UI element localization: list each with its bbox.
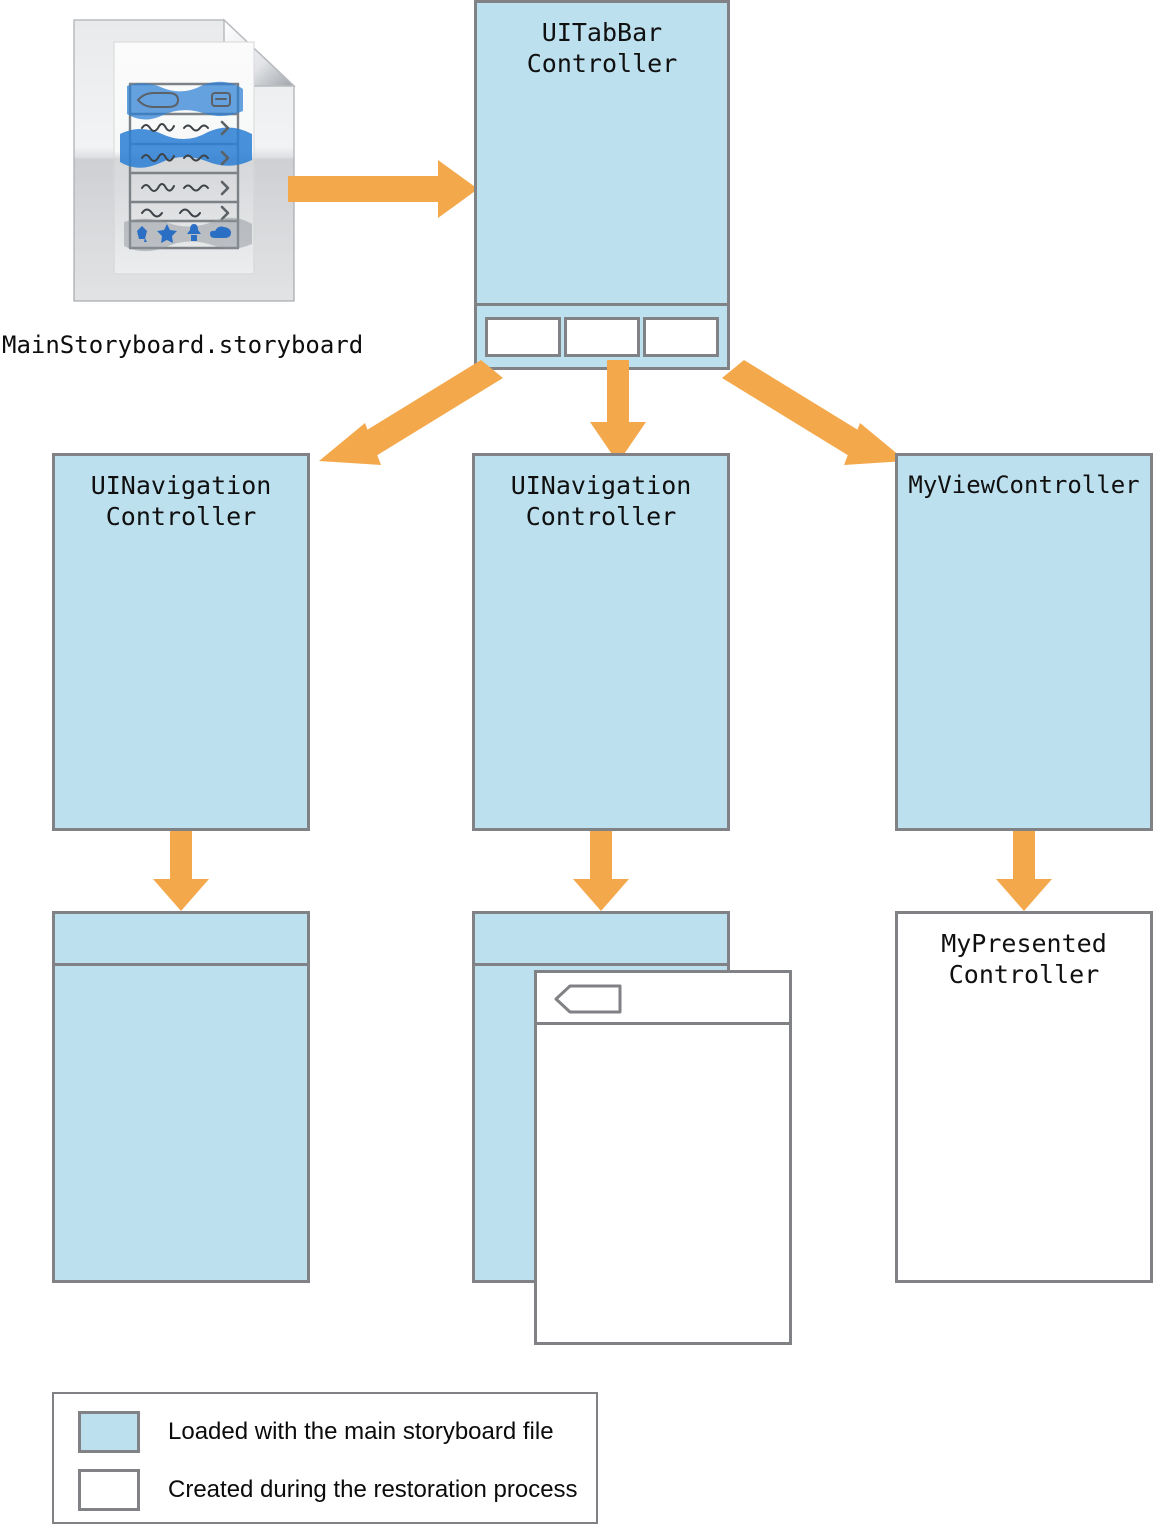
arrow-nav-middle-to-root xyxy=(573,831,629,913)
arrow-tabbar-to-nav-middle xyxy=(590,360,646,465)
node-mypresentedcontroller[interactable]: MyPresented Controller xyxy=(895,911,1153,1283)
node-uinavigationcontroller-left[interactable]: UINavigation Controller xyxy=(52,453,310,831)
legend-label-created: Created during the restoration process xyxy=(168,1476,578,1503)
storyboard-document-icon xyxy=(72,18,296,303)
legend: Loaded with the main storyboard file Cre… xyxy=(52,1392,598,1524)
navigation-bar-middle xyxy=(475,914,727,966)
node-root-viewcontroller-left[interactable] xyxy=(52,911,310,1283)
navigation-bar-pushed xyxy=(537,973,789,1025)
node-pushed-viewcontroller[interactable] xyxy=(534,970,792,1345)
legend-swatch-created xyxy=(78,1469,140,1511)
node-myviewcontroller-label: MyViewController xyxy=(908,471,1140,499)
arrow-myviewcontroller-to-presented xyxy=(996,831,1052,913)
arrow-tabbar-to-nav-left xyxy=(305,360,505,465)
arrow-storyboard-to-tabbar xyxy=(288,158,480,220)
navigation-bar-left xyxy=(55,914,307,966)
back-button[interactable] xyxy=(553,983,623,1015)
legend-label-loaded: Loaded with the main storyboard file xyxy=(168,1418,554,1445)
tab-item-1[interactable] xyxy=(484,316,561,357)
arrow-tabbar-to-myviewcontroller xyxy=(720,360,920,465)
node-mypresentedcontroller-label: MyPresented Controller xyxy=(941,929,1107,989)
node-uitabbarcontroller[interactable]: UITabBar Controller xyxy=(474,0,730,370)
tab-item-3[interactable] xyxy=(643,316,720,357)
tab-item-2[interactable] xyxy=(563,316,640,357)
node-uinavigationcontroller-middle[interactable]: UINavigation Controller xyxy=(472,453,730,831)
storyboard-file-label: MainStoryboard.storyboard xyxy=(2,331,364,359)
legend-item-loaded: Loaded with the main storyboard file xyxy=(78,1411,554,1453)
legend-item-created: Created during the restoration process xyxy=(78,1469,578,1511)
node-uitabbarcontroller-label: UITabBar Controller xyxy=(526,18,678,78)
node-uinavigationcontroller-left-label: UINavigation Controller xyxy=(90,471,272,531)
legend-swatch-loaded xyxy=(78,1411,140,1453)
node-myviewcontroller[interactable]: MyViewController xyxy=(895,453,1153,831)
node-uinavigationcontroller-middle-label: UINavigation Controller xyxy=(510,471,692,531)
arrow-nav-left-to-root xyxy=(153,831,209,913)
tab-bar xyxy=(477,303,727,367)
